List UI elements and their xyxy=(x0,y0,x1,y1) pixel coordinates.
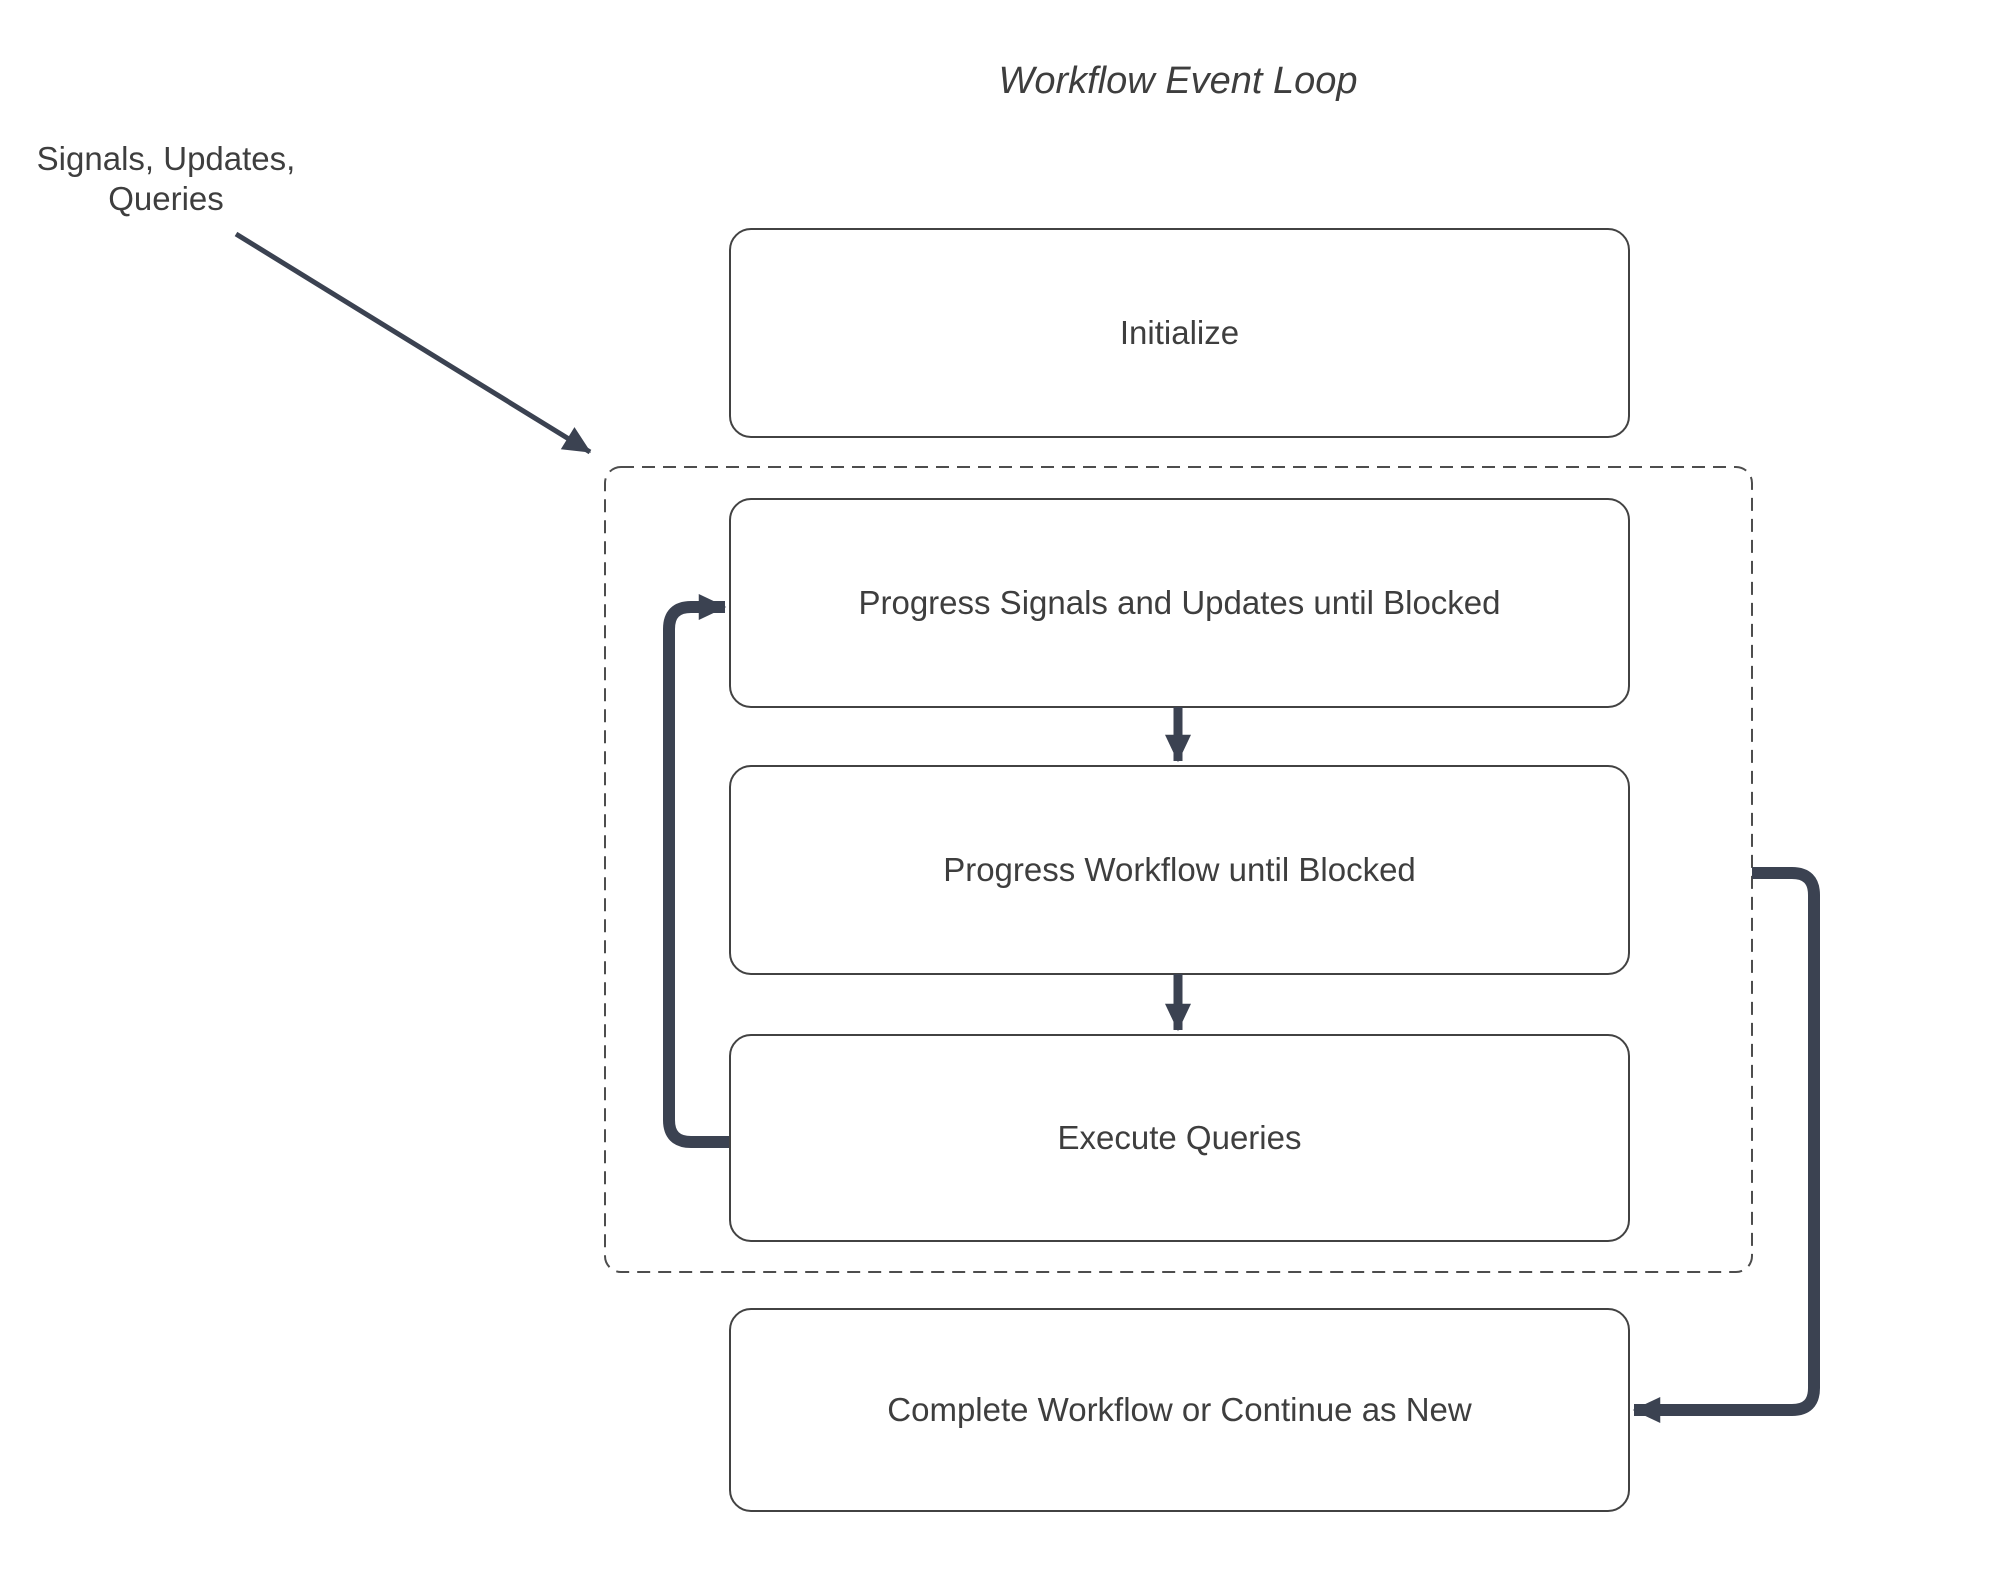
node-progress-signals-label: Progress Signals and Updates until Block… xyxy=(858,584,1501,621)
continue-arrow xyxy=(1632,867,1820,1423)
node-progress-workflow: Progress Workflow until Blocked xyxy=(729,765,1630,975)
node-progress-signals: Progress Signals and Updates until Block… xyxy=(729,498,1630,708)
signals-arrow xyxy=(234,231,592,455)
node-progress-workflow-label: Progress Workflow until Blocked xyxy=(943,851,1416,888)
external-inputs-label-line2: Queries xyxy=(108,180,224,217)
node-complete: Complete Workflow or Continue as New xyxy=(729,1308,1630,1512)
loop-back-arrow xyxy=(663,594,729,1148)
external-inputs-label-line1: Signals, Updates, xyxy=(36,140,296,177)
node-complete-label: Complete Workflow or Continue as New xyxy=(887,1391,1472,1428)
node-execute-queries: Execute Queries xyxy=(729,1034,1630,1242)
node-initialize-label: Initialize xyxy=(1119,314,1240,351)
external-inputs-label: Signals, Updates, Queries xyxy=(26,139,306,219)
diagram-title: Workflow Event Loop xyxy=(998,60,1358,102)
node-execute-queries-label: Execute Queries xyxy=(1057,1119,1302,1156)
node-initialize: Initialize xyxy=(729,228,1630,438)
